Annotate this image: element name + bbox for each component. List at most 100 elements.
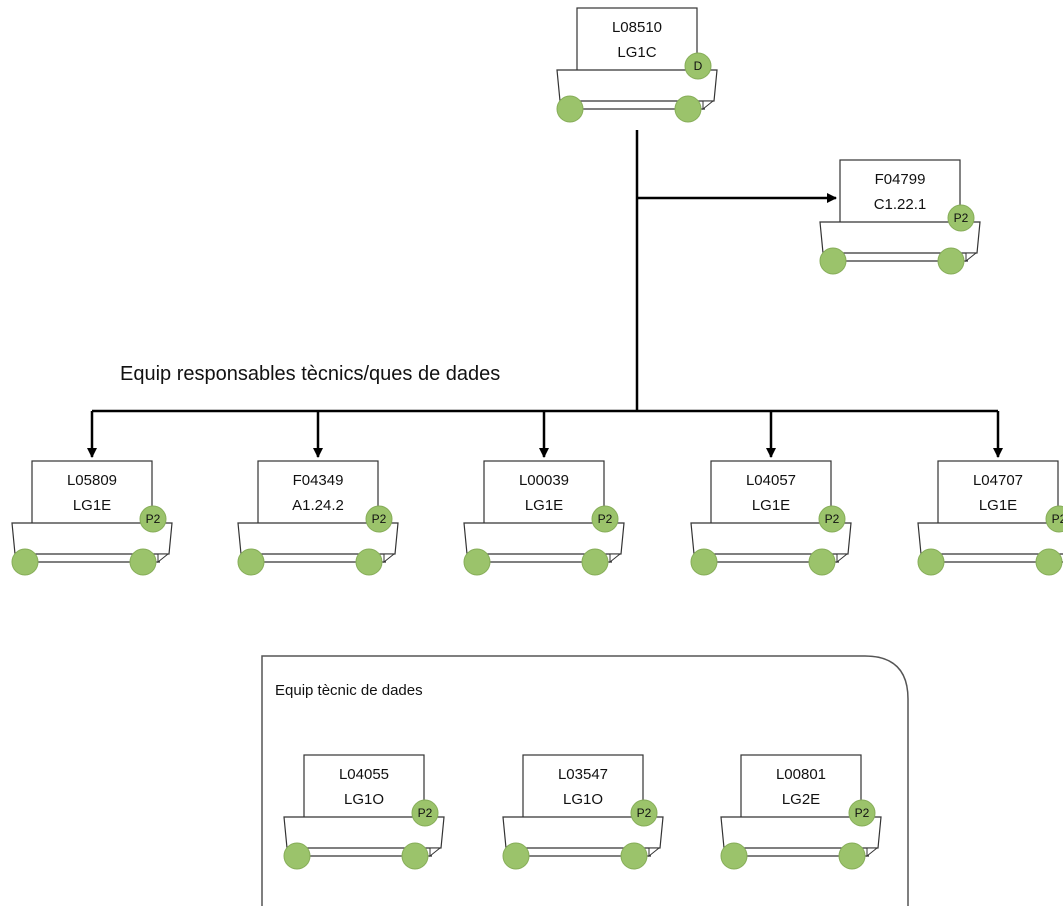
root-node-card: [576, 7, 698, 77]
team-member-2-badge: [630, 799, 658, 827]
team-box-title: Equip tècnic de dades: [275, 682, 423, 699]
team-member-1-badge: [411, 799, 439, 827]
row-node-2-base: [237, 522, 399, 555]
row-node-4-wheel-right: [808, 548, 836, 576]
root-node-curl-right: [702, 100, 715, 111]
row-node-2-wheel-left: [237, 548, 265, 576]
group-label: Equip responsables tècnics/ques de dades: [120, 363, 500, 385]
row-node-3-code: L00039: [519, 472, 569, 489]
row-node-3-wheel-left: [463, 548, 491, 576]
team-member-3-wheel-right: [838, 842, 866, 870]
team-member-3-wheel-left: [720, 842, 748, 870]
team-member-1-wheel-right: [401, 842, 429, 870]
row-node-1-curl-right: [157, 553, 170, 564]
root-node-badge-label: D: [694, 59, 703, 73]
side-node-wheel-left: [819, 247, 847, 275]
row-node-1-role: LG1E: [73, 497, 111, 514]
row-node-3-badge-label: P2: [598, 512, 613, 526]
row-node-4-wheel-left: [690, 548, 718, 576]
root-node-code: L08510: [612, 19, 662, 36]
row-node-3-wheel-right: [581, 548, 609, 576]
row-node-3-badge: [591, 505, 619, 533]
row-node-3-curl-right: [609, 553, 622, 564]
root-node-badge: [684, 52, 712, 80]
side-node-code: F04799: [875, 171, 926, 188]
side-node-base: [819, 221, 981, 254]
row-node-4-badge: [818, 505, 846, 533]
row-node-4-badge-label: P2: [825, 512, 840, 526]
team-member-3-code: L00801: [776, 766, 826, 783]
row-node-1-badge: [139, 505, 167, 533]
root-node-wheel-right: [674, 95, 702, 123]
team-member-2-card: [522, 754, 644, 824]
row-node-4-card: [710, 460, 832, 530]
row-node-5-role: LG1E: [979, 497, 1017, 514]
row-node-2-role: A1.24.2: [292, 497, 344, 514]
row-node-1-base: [11, 522, 173, 555]
team-member-2-wheel-left: [502, 842, 530, 870]
row-node-3-base: [463, 522, 625, 555]
team-member-3-card: [740, 754, 862, 824]
row-node-2-code: F04349: [293, 472, 344, 489]
row-node-2-card: [257, 460, 379, 530]
row-node-5-badge: [1045, 505, 1063, 533]
team-member-3-badge-label: P2: [855, 806, 870, 820]
nodes-layer: L08510LG1CDF04799C1.22.1P2L05809LG1EP2F0…: [11, 7, 1063, 870]
side-node-curl-right: [965, 252, 978, 263]
team-member-1-base: [283, 816, 445, 849]
side-node-badge-label: P2: [954, 211, 969, 225]
row-node-5-code: L04707: [973, 472, 1023, 489]
row-node-5-badge-label: P2: [1052, 512, 1063, 526]
row-node-4-role: LG1E: [752, 497, 790, 514]
row-node-4-curl-right: [836, 553, 849, 564]
row-node-5-wheel-right: [1035, 548, 1063, 576]
row-node-2-curl-right: [383, 553, 396, 564]
team-member-3-role: LG2E: [782, 791, 820, 808]
root-node-wheel-left: [556, 95, 584, 123]
team-member-2-badge-label: P2: [637, 806, 652, 820]
side-node-badge: [947, 204, 975, 232]
row-node-5-wheel-left: [917, 548, 945, 576]
side-node-wheel-right: [937, 247, 965, 275]
row-node-1-badge-label: P2: [146, 512, 161, 526]
row-node-2-badge: [365, 505, 393, 533]
row-node-4-base: [690, 522, 852, 555]
row-node-5-base: [917, 522, 1063, 555]
team-member-1-badge-label: P2: [418, 806, 433, 820]
team-member-2-role: LG1O: [563, 791, 603, 808]
row-node-2-badge-label: P2: [372, 512, 387, 526]
team-member-3-badge: [848, 799, 876, 827]
team-member-1-curl-right: [429, 847, 442, 858]
row-node-4-code: L04057: [746, 472, 796, 489]
row-node-3-role: LG1E: [525, 497, 563, 514]
team-member-2-base: [502, 816, 664, 849]
row-node-1-card: [31, 460, 153, 530]
row-node-2-wheel-right: [355, 548, 383, 576]
side-node-card: [839, 159, 961, 229]
team-box: Equip tècnic de dades: [261, 655, 909, 906]
team-member-1-wheel-left: [283, 842, 311, 870]
team-member-1-code: L04055: [339, 766, 389, 783]
team-member-2-code: L03547: [558, 766, 608, 783]
root-node-base: [556, 69, 718, 102]
row-node-1-wheel-right: [129, 548, 157, 576]
team-member-3-base: [720, 816, 882, 849]
team-box-frame: [261, 655, 909, 906]
team-member-3-curl-right: [866, 847, 879, 858]
side-node-role: C1.22.1: [874, 196, 927, 213]
row-node-1-code: L05809: [67, 472, 117, 489]
team-member-2-wheel-right: [620, 842, 648, 870]
team-member-1-card: [303, 754, 425, 824]
team-member-1-role: LG1O: [344, 791, 384, 808]
